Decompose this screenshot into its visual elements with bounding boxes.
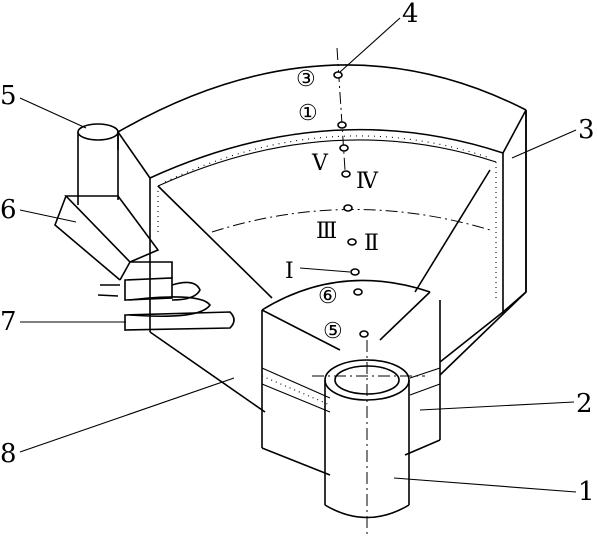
callout-6: 6	[0, 195, 17, 225]
point-5	[359, 330, 369, 338]
callout-3: 3	[578, 115, 595, 145]
callout-1: 1	[578, 477, 595, 507]
sector-chamber	[149, 169, 527, 413]
marker-r1: Ⅰ	[285, 259, 294, 284]
leader-I	[299, 267, 351, 273]
marker-labels: ③ ① Ⅴ Ⅳ Ⅲ Ⅱ Ⅰ ⑥ ⑤	[285, 67, 379, 344]
sampling-axis	[336, 47, 346, 171]
point-I	[350, 268, 360, 276]
marker-c6: ⑥	[318, 284, 338, 309]
callouts: 1 2 3 4 5 6 7 8	[0, 0, 595, 507]
point-III	[343, 204, 353, 212]
point-6	[353, 288, 363, 296]
callout-4: 4	[402, 0, 419, 29]
callout-7: 7	[0, 307, 17, 337]
marker-r5: Ⅴ	[311, 151, 329, 176]
marker-r4: Ⅳ	[356, 169, 379, 194]
point-3	[333, 71, 343, 79]
marker-c5: ⑤	[323, 319, 343, 344]
point-V	[339, 144, 349, 152]
callout-5: 5	[0, 81, 17, 111]
point-1	[337, 121, 347, 129]
callout-8: 8	[0, 439, 17, 469]
point-IV	[341, 170, 351, 178]
lining-texture	[157, 135, 497, 300]
burner-assembly	[54, 123, 235, 331]
outer-wall	[117, 64, 527, 314]
measurement-points	[333, 71, 369, 338]
marker-r3: Ⅲ	[316, 219, 337, 244]
marker-c3: ③	[296, 67, 316, 92]
callout-2: 2	[576, 389, 593, 419]
point-II	[347, 238, 357, 246]
marker-c1: ①	[298, 101, 318, 126]
central-block	[261, 279, 441, 535]
marker-r2: Ⅱ	[364, 231, 379, 256]
